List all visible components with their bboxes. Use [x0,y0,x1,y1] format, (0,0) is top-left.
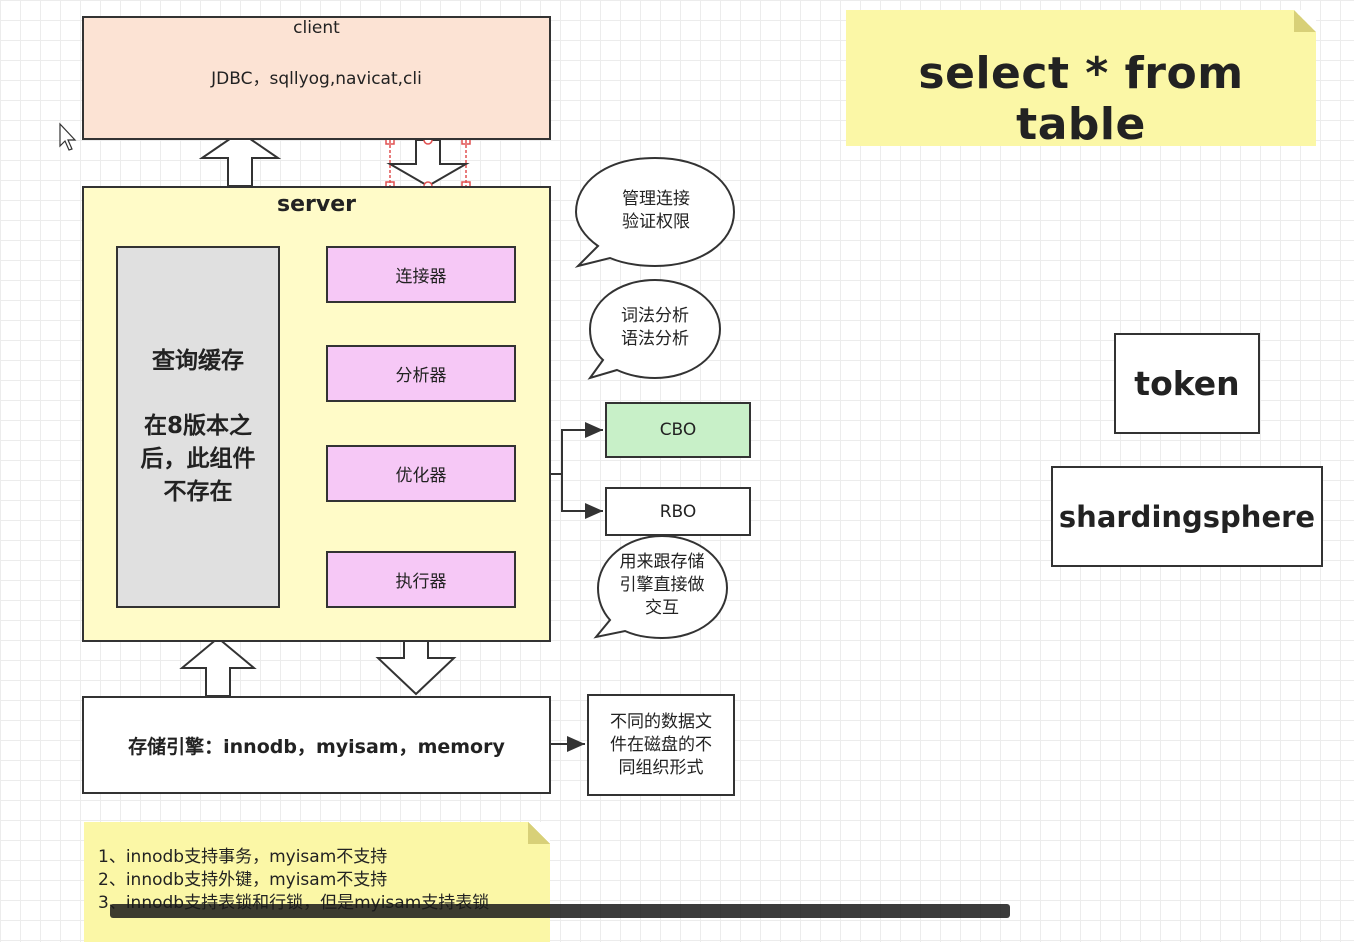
sql-statement: select * from table [918,48,1244,150]
block-arrow-up-storage-server [179,636,257,697]
bubble-executor-line-3: 交互 [645,598,679,618]
bubble-connector-shape [574,156,736,268]
query-cache-note-line-3: 不存在 [163,479,233,505]
component-optimizer: 优化器 [326,445,516,502]
bubble-executor-line-1: 用来跟存储 [619,552,705,572]
storage-note-box: 不同的数据文 件在磁盘的不 同组织形式 [587,694,735,796]
component-executor: 执行器 [326,551,516,608]
query-cache-title: 查询缓存 [152,348,244,374]
component-connector: 连接器 [326,246,516,303]
bubble-analyzer-line-1: 词法分析 [621,306,689,326]
client-title: client [293,18,340,38]
token-box: token [1114,333,1260,434]
query-cache-note-line-2: 后，此组件 [140,446,256,472]
component-analyzer: 分析器 [326,345,516,402]
optimizer-to-rbo-arrow [561,474,603,519]
rbo-box: RBO [605,487,751,536]
cbo-box: CBO [605,402,751,458]
bubble-executor: 用来跟存储 引擎直接做 交互 [598,551,726,620]
sql-sticky-note [846,10,1316,146]
bubble-executor-shape [593,534,729,640]
optimizer-to-cbo-arrow [561,422,603,474]
shardingsphere-box: shardingsphere [1051,466,1323,567]
engine-note-1: 1、innodb支持事务，myisam不支持 [98,847,388,867]
client-box [82,16,551,140]
storage-engine-box: 存储引擎：innodb，myisam，memory [82,696,551,794]
storage-note-line-3: 同组织形式 [618,757,704,778]
server-title: server [277,192,356,217]
bubble-connector-line-1: 管理连接 [622,189,690,209]
block-arrow-up-server-client [198,130,282,187]
block-arrow-down-client-server [386,139,470,188]
client-tools: JDBC，sqllyog,navicat,cli [211,69,422,89]
query-cache-note-line-1: 在8版本之 [143,413,252,439]
mouse-cursor-icon [59,122,77,151]
engine-note-2: 2、innodb支持外键，myisam不支持 [98,870,388,890]
storage-note-line-1: 不同的数据文 [610,711,712,732]
bubble-connector: 管理连接 验证权限 [580,188,732,234]
bubble-analyzer-line-2: 语法分析 [621,329,689,349]
bubble-analyzer-shape [587,278,722,380]
diagram-connectors [59,104,736,752]
bubble-analyzer: 词法分析 语法分析 [590,305,720,351]
bubble-executor-line-2: 引擎直接做 [619,575,705,595]
query-cache-box: 查询缓存 在8版本之 后，此组件 不存在 [116,246,280,608]
storage-note-line-2: 件在磁盘的不 [610,734,712,755]
bubble-connector-line-2: 验证权限 [622,212,690,232]
video-caption-bar [110,904,1010,918]
